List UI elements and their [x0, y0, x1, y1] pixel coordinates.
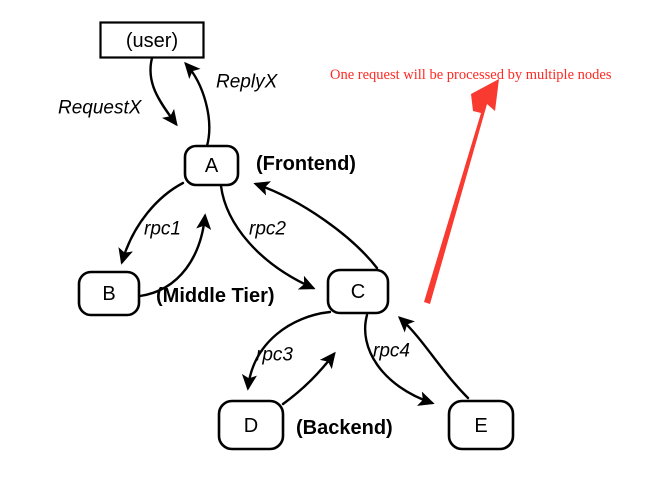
- edge-b-to-a: [138, 213, 212, 298]
- node-b[interactable]: B: [77, 270, 141, 317]
- node-c-label: C: [351, 281, 365, 303]
- edge-d-to-c: [281, 351, 336, 406]
- edge-a-to-b: [118, 181, 185, 265]
- edge-label-rpc2: rpc2: [249, 219, 286, 240]
- edge-label-rpc1: rpc1: [144, 219, 181, 240]
- tier-labels-layer: (Frontend) (Middle Tier) (Backend): [156, 153, 393, 439]
- node-user[interactable]: (user): [99, 21, 205, 59]
- edge-labels-layer: RequestX ReplyX rpc1 rpc2 rpc3 rpc4: [58, 72, 410, 366]
- edge-label-rpc3: rpc3: [256, 345, 293, 366]
- node-d[interactable]: D: [217, 399, 285, 451]
- edge-label-replyx: ReplyX: [216, 72, 279, 93]
- edge-c-to-d: [241, 310, 332, 391]
- nodes-layer: (user) A B C D: [77, 21, 515, 451]
- edge-label-rpc4: rpc4: [373, 341, 410, 362]
- edge-a-to-user: [184, 61, 211, 148]
- node-e[interactable]: E: [447, 399, 515, 451]
- annotation-arrow-icon: [424, 79, 499, 304]
- tier-label-middle-tier: (Middle Tier): [156, 285, 275, 307]
- node-d-label: D: [244, 415, 258, 437]
- node-e-label: E: [474, 415, 487, 437]
- edge-a-to-c: [219, 184, 316, 290]
- node-user-label: (user): [126, 30, 178, 52]
- node-a-label: A: [205, 155, 219, 177]
- edge-user-to-a: [149, 56, 178, 127]
- node-b-label: B: [102, 283, 115, 305]
- tier-label-frontend: (Frontend): [256, 153, 356, 175]
- edges-layer: [118, 56, 470, 406]
- node-c[interactable]: C: [326, 268, 390, 315]
- node-a[interactable]: A: [183, 144, 240, 187]
- annotation-layer: One request will be processed by multipl…: [330, 67, 612, 304]
- edge-label-requestx: RequestX: [58, 98, 143, 119]
- annotation-text: One request will be processed by multipl…: [330, 67, 612, 83]
- edge-c-to-e: [364, 313, 435, 406]
- edge-c-to-a: [253, 181, 379, 270]
- tier-label-backend: (Backend): [296, 417, 393, 439]
- edge-e-to-c: [397, 316, 470, 400]
